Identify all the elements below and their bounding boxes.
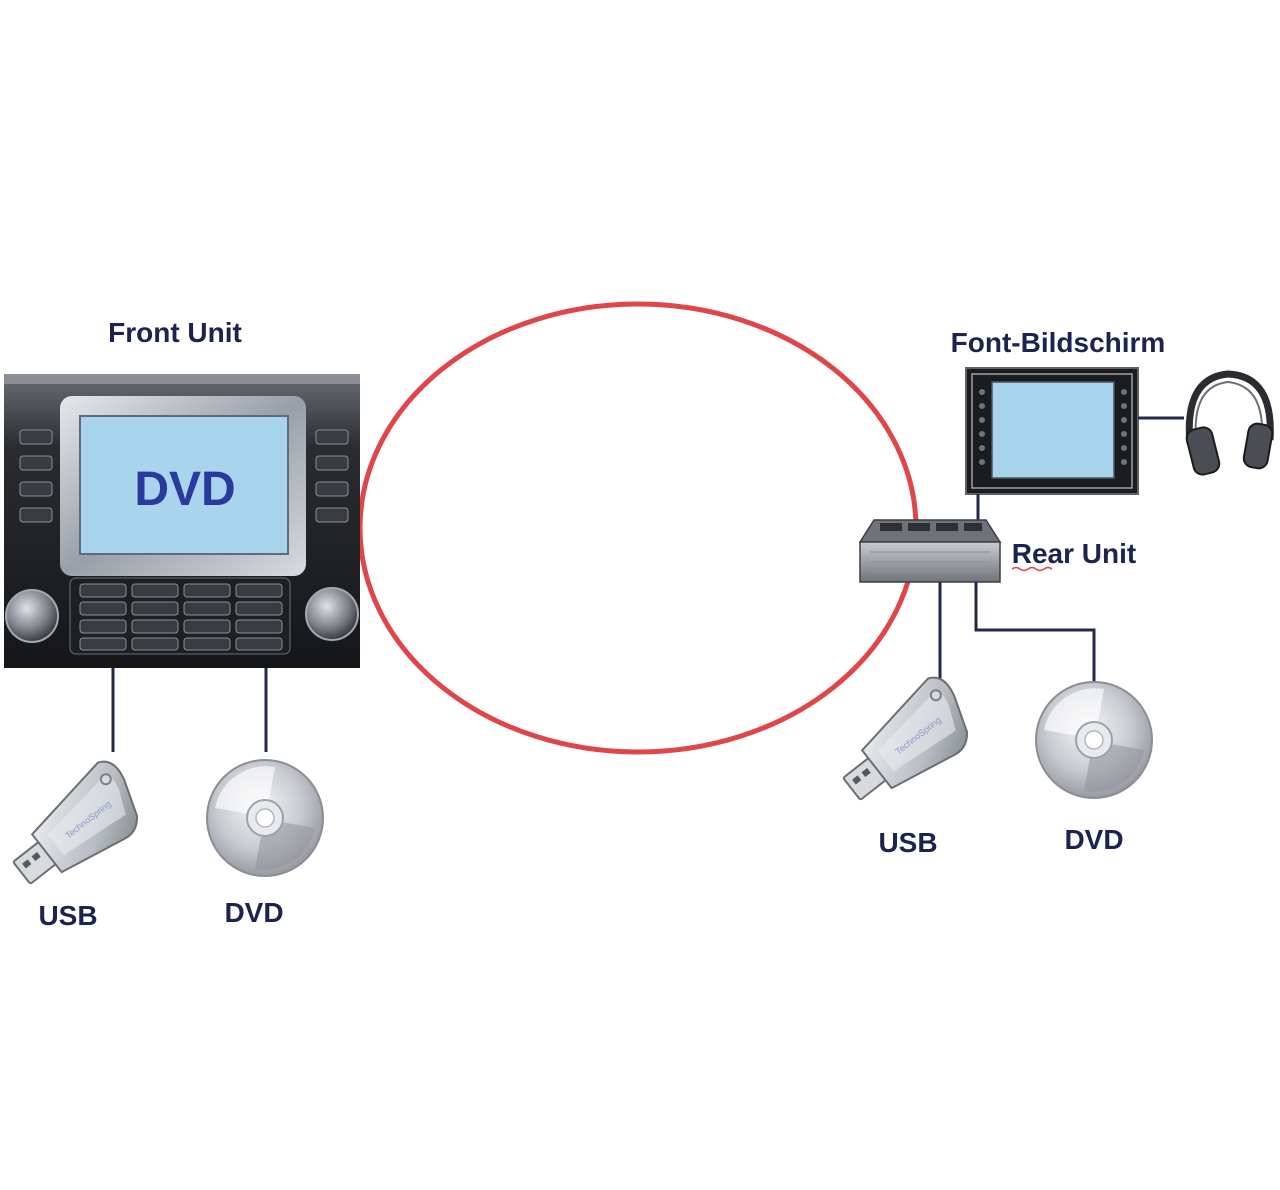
rear-dvd-disc-icon	[1035, 681, 1153, 799]
front-unit-right-button	[315, 507, 349, 523]
front-dvd-disc-icon	[206, 759, 324, 877]
front-unit-right-knob	[305, 587, 359, 641]
headphones-icon	[1185, 370, 1274, 476]
front-unit-right-button	[315, 481, 349, 497]
front-unit-left-button	[19, 455, 53, 471]
front-unit-screen	[79, 415, 289, 555]
front-unit-left-button	[19, 429, 53, 445]
front-unit-title: Front Unit	[108, 317, 242, 348]
rear-usb-label: USB	[878, 827, 937, 858]
front-unit-keypad	[69, 577, 291, 655]
front-unit-right-button	[315, 429, 349, 445]
rear-unit-label-underline	[1011, 566, 1053, 572]
front-unit-right-button	[315, 455, 349, 471]
front-unit-left-button	[19, 481, 53, 497]
rear-monitor-side-buttons	[979, 389, 1127, 465]
front-unit-head-unit: DVD	[4, 374, 360, 668]
front-dvd-label: DVD	[224, 897, 283, 928]
rear-dvd-label: DVD	[1064, 824, 1123, 855]
rear-monitor-screen	[991, 381, 1115, 479]
rear-dvd-cable	[974, 582, 1096, 682]
rear-unit-label: Rear Unit	[1012, 538, 1136, 569]
front-usb-label: USB	[38, 900, 97, 931]
network-ring	[357, 301, 919, 755]
rear-unit-box	[858, 519, 1002, 583]
rear-monitor	[965, 367, 1139, 495]
front-unit-screen-text: DVD	[134, 463, 235, 516]
front-unit-left-button	[19, 507, 53, 523]
rear-monitor-title: Font-Bildschirm	[951, 327, 1166, 358]
front-unit-left-knob	[5, 589, 59, 643]
